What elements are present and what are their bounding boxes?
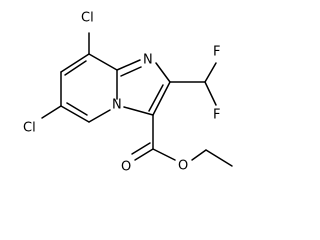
atom-label-f-upper: F [213,45,220,60]
bond-c8a-n1-inner [120,66,142,77]
bond-n1-c2 [155,62,171,83]
atom-label-n-imidazole: N [143,53,153,68]
bond-ch2-ch3 [205,149,233,167]
atom-label-o-carbonyl: O [121,160,131,175]
bond-c6-c5-inner [66,102,88,116]
bond-c3-n4 [123,106,154,116]
bond-layer [41,32,233,167]
bond-c8-c7 [60,53,90,73]
bond-chf2-f-upper [204,62,217,83]
bond-c8-c8a [88,53,118,71]
atom-label-n-bridgehead: N [112,98,122,113]
bond-c5-n4 [88,109,111,123]
atom-label-o-ester: O [178,159,188,174]
atom-label-cl-left: Cl [23,121,36,136]
bond-carbonyl-o [134,148,154,161]
atom-label-cl-top: Cl [81,11,94,26]
bond-c8a-n1 [116,59,141,71]
bond-c2-c3 [152,81,171,116]
chemical-structure: Cl Cl N N F F O O [23,11,233,175]
atom-label-f-lower: F [213,108,220,123]
bond-c6-cl [41,105,62,119]
bond-chf2-f-lower [204,81,217,106]
bond-c2-c3-inner [148,84,164,112]
bond-oester-ch2 [191,149,207,161]
atom-label-layer: Cl Cl N N F F O O [23,11,220,175]
bond-c8-c7-inner [64,60,87,76]
bond-c6-c5 [60,105,90,123]
bond-carbonyl-oester [152,148,176,161]
bond-carbonyl-o-inner [131,142,151,155]
